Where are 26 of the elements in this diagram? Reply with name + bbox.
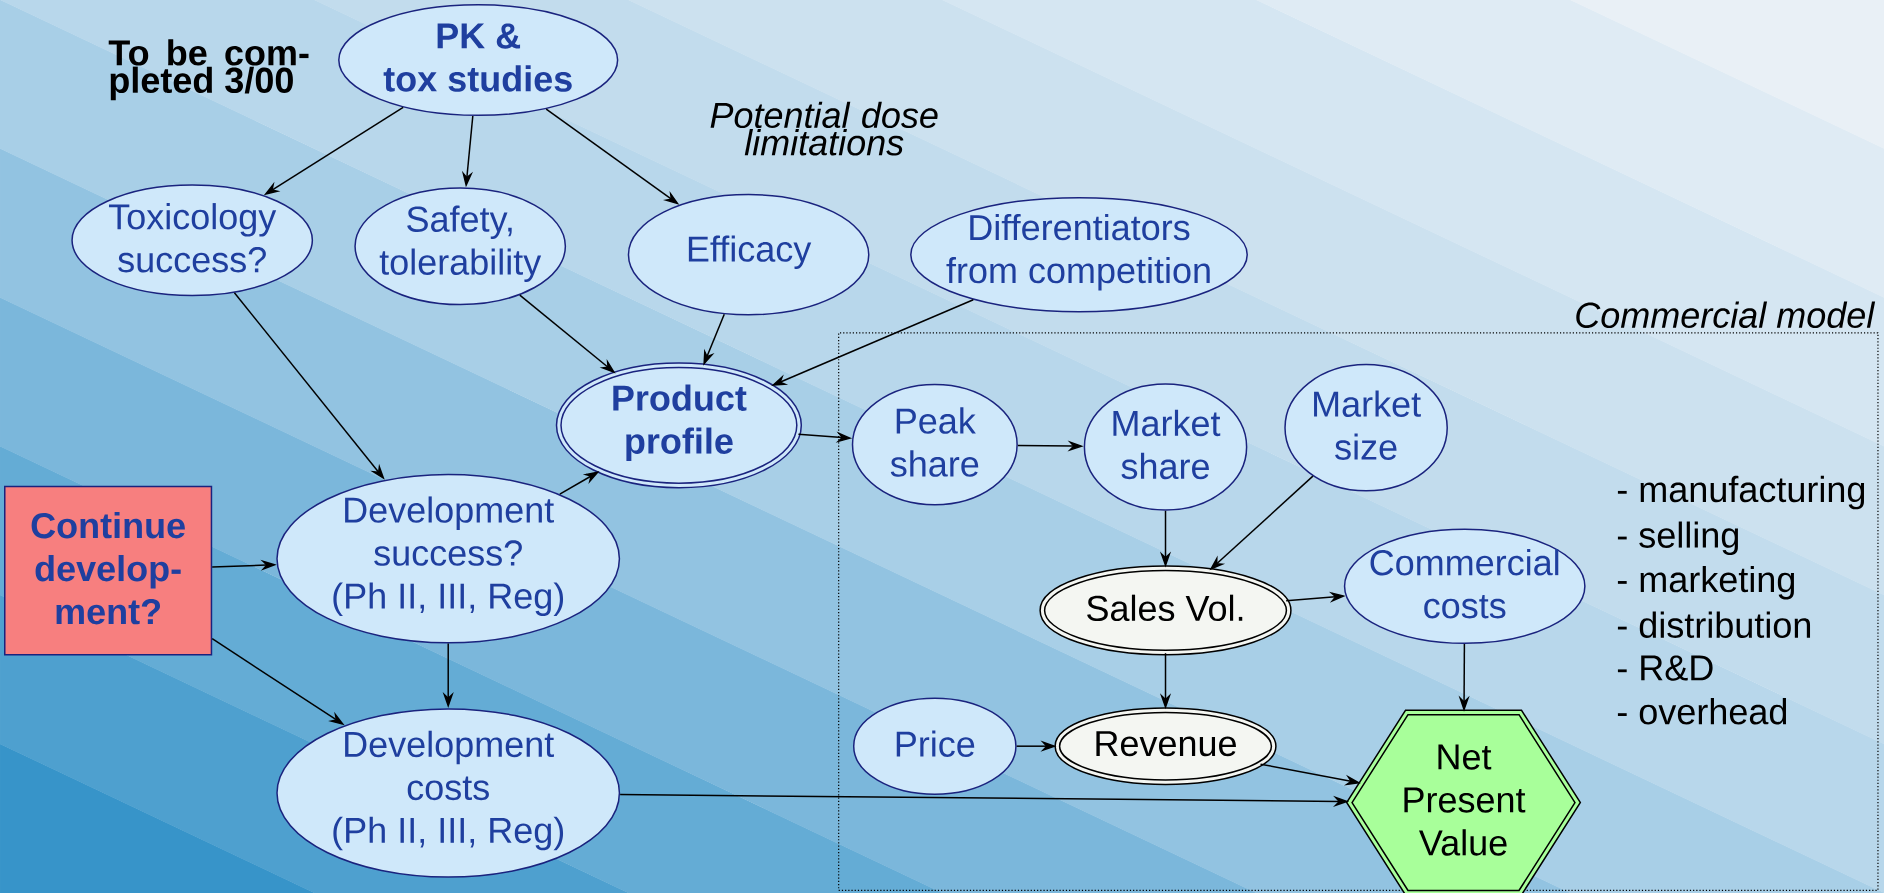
ellipse-node: Development costs (Ph II, III, Reg) (276, 708, 621, 878)
double-ellipse-node: Product profile (555, 362, 803, 489)
decision-box: Continue develop- ment? (4, 485, 213, 656)
hexagon-node: Net Present Value (1345, 709, 1582, 893)
list-item: - R&D (1617, 655, 1713, 681)
double-ellipse-node: Revenue (1054, 707, 1277, 786)
ellipse-node: Market share (1083, 383, 1248, 511)
ellipse-node: Market size (1284, 363, 1448, 492)
list-item: - selling (1617, 521, 1738, 556)
node-label: Commercial model (1576, 301, 1876, 329)
ellipse-node: Commercial costs (1343, 528, 1586, 645)
double-ellipse-node: Sales Vol. (1039, 565, 1292, 656)
ellipse-node: Toxicology success? (71, 184, 314, 297)
ellipse-node: Differentiators from competition (910, 196, 1248, 313)
list-item: - manufacturing (1617, 475, 1865, 510)
ellipse-node: PK & tox studies (338, 4, 619, 117)
ellipse-node: Safety, tolerability (354, 187, 567, 306)
ellipse-node: Development success? (Ph II, III, Reg) (276, 473, 621, 644)
list-item: - overhead (1617, 698, 1787, 725)
list-item: - marketing (1617, 565, 1794, 600)
ellipse-node: Peak share (851, 383, 1018, 506)
note-text: To be com- pleted 3/00 (108, 39, 309, 101)
list-item: - distribution (1617, 611, 1811, 638)
ellipse-node: Price (852, 697, 1017, 795)
ellipse-node: Efficacy (627, 193, 870, 316)
note-text: Potential dose limitations (710, 101, 938, 156)
